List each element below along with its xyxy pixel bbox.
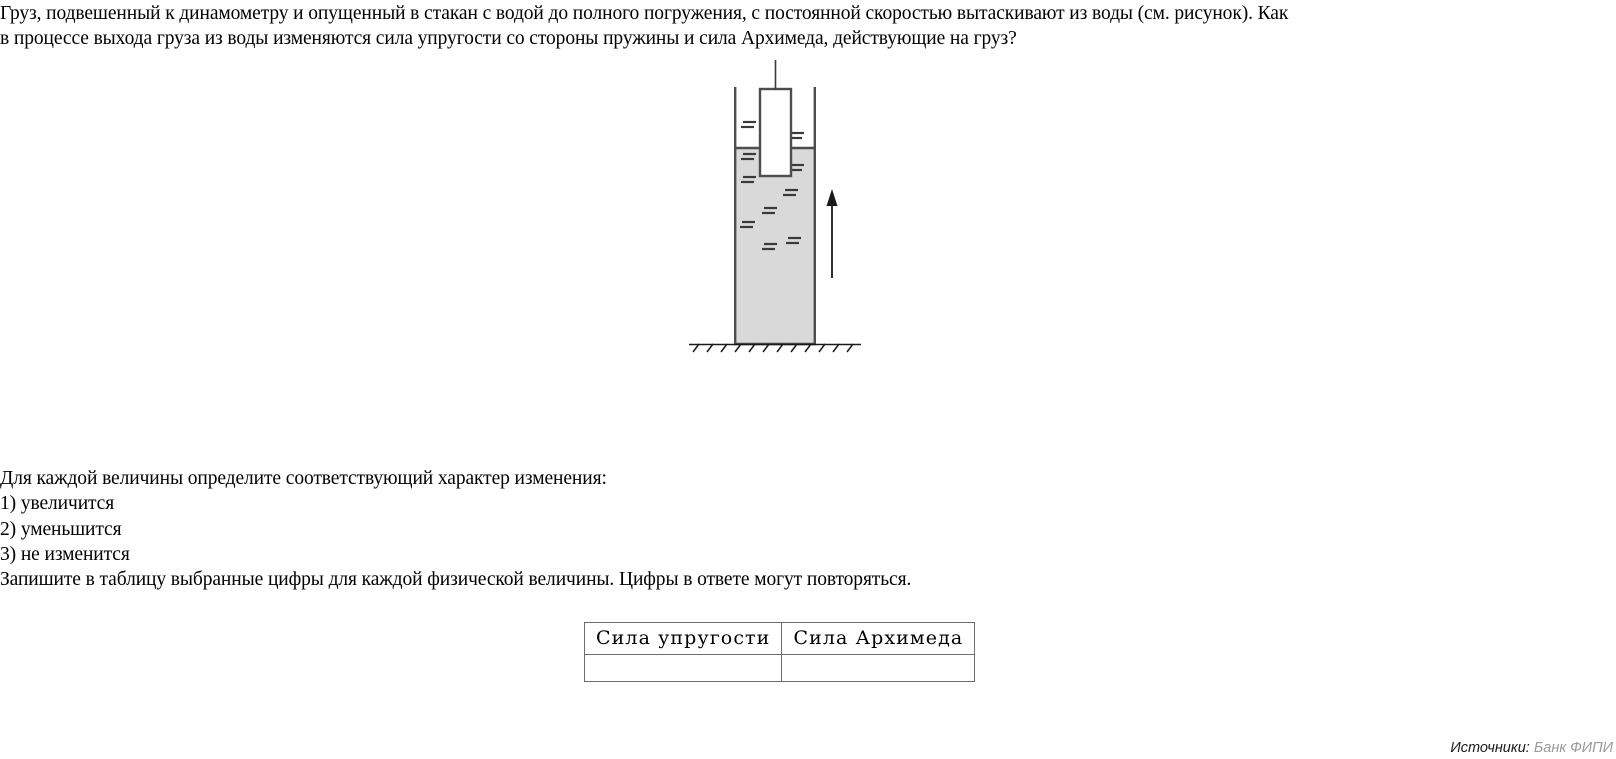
instructions-note: Запишите в таблицу выбранные цифры для к…: [0, 569, 912, 591]
column-header-archimedes-force: Сила Архимеда: [781, 622, 976, 655]
table-row: [583, 654, 976, 682]
water-dash-marks: [740, 120, 804, 251]
answer-table-container: Сила упругости Сила Архимеда: [583, 622, 976, 682]
option-item-2: 2) уменьшится: [0, 518, 122, 540]
table-header-row: Сила упругости Сила Архимеда: [583, 622, 976, 655]
problem-statement: Груз, подвешенный к динамометру и опущен…: [0, 1, 1616, 51]
problem-statement-line-2: в процессе выхода груза из воды изменяют…: [0, 28, 1017, 49]
column-header-elastic-force: Сила упругости: [583, 622, 783, 655]
motion-arrow-up: [826, 189, 838, 278]
source-footer: Источники: Банк ФИПИ: [1450, 740, 1613, 756]
ground-hatching: [689, 343, 861, 353]
instructions-block: Для каждой величины определите соответст…: [0, 466, 1300, 592]
answer-cell-archimedes-force[interactable]: [781, 654, 976, 682]
water-fill: [735, 148, 815, 344]
answer-cell-elastic-force[interactable]: [583, 654, 783, 682]
source-name: Банк ФИПИ: [1533, 740, 1613, 756]
instructions-prompt: Для каждой величины определите соответст…: [0, 468, 607, 489]
option-item-3: 3) не изменится: [0, 543, 130, 565]
load-body: [758, 87, 793, 178]
answer-table: Сила упругости Сила Архимеда: [583, 622, 976, 682]
physics-diagram: [660, 60, 890, 460]
option-item-1: 1) увеличится: [0, 493, 115, 515]
source-label: Источники:: [1450, 740, 1530, 756]
problem-statement-line-1: Груз, подвешенный к динамометру и опущен…: [0, 3, 1289, 24]
